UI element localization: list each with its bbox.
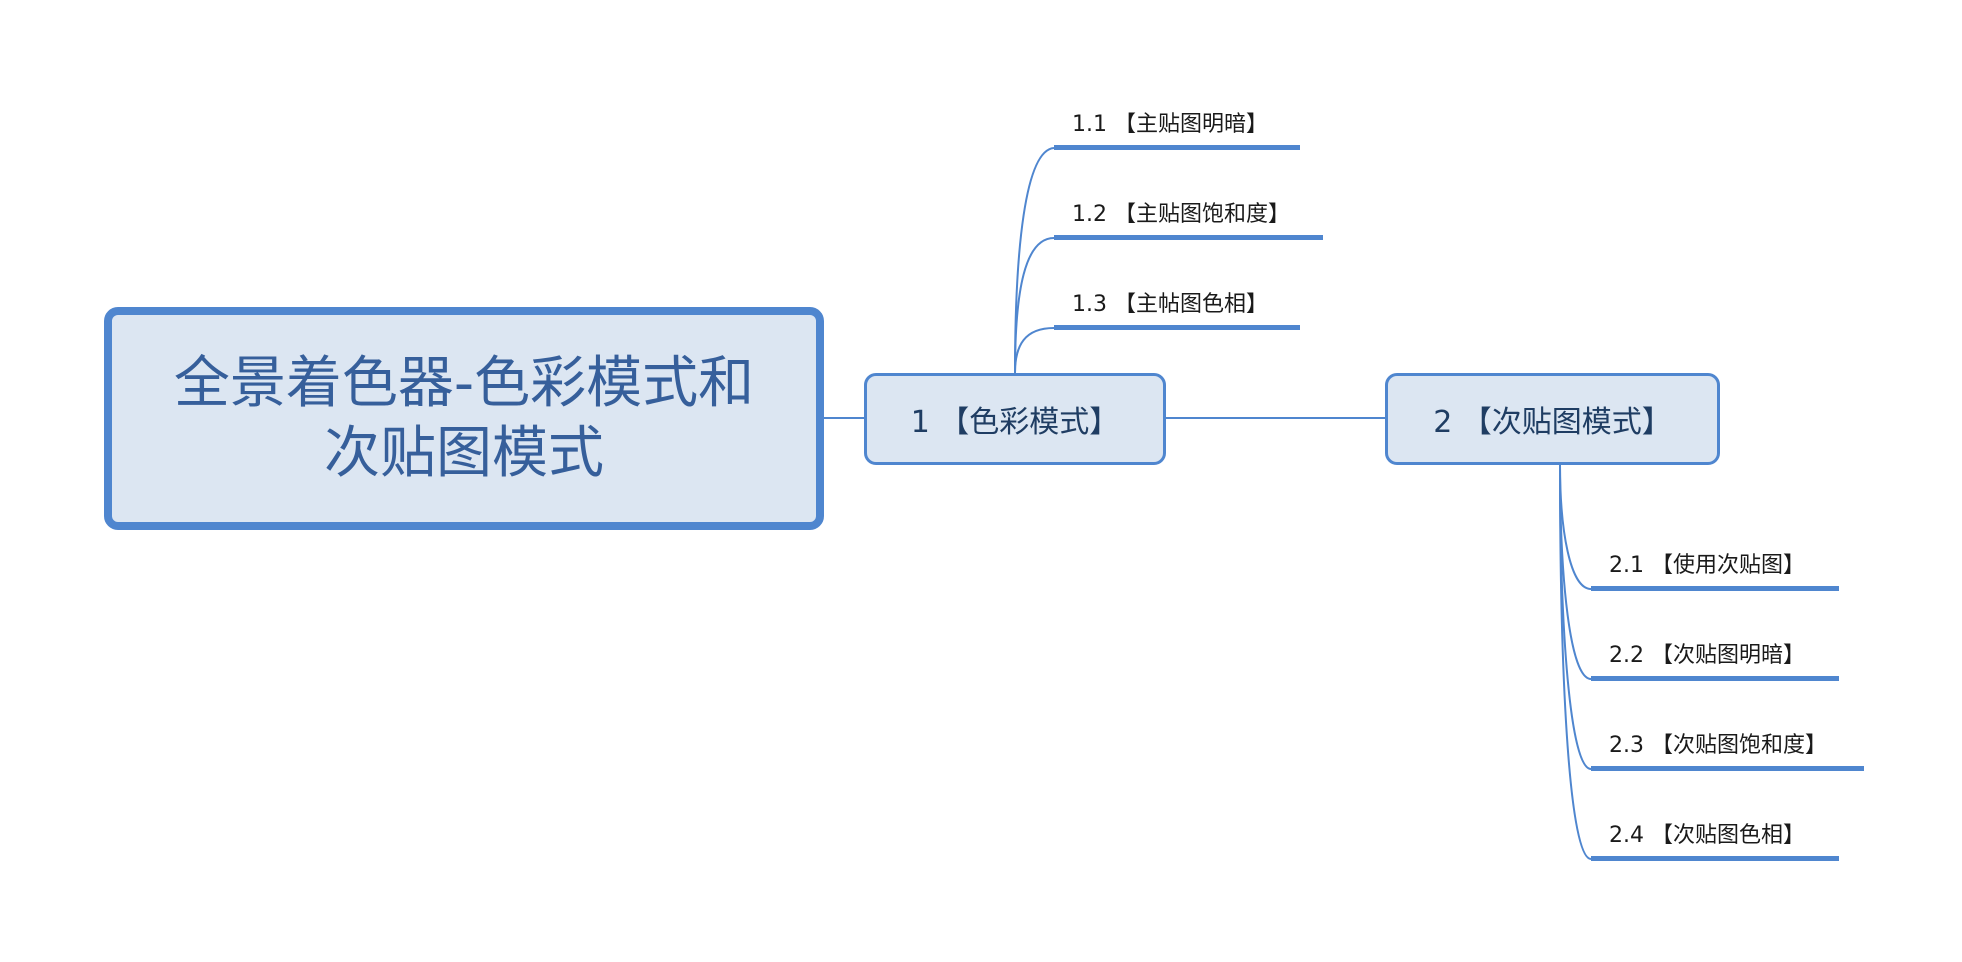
subtopic-2-3[interactable]: 2.3 【次贴图饱和度】: [1591, 719, 1864, 771]
subtopic-1-2[interactable]: 1.2 【主贴图饱和度】: [1054, 188, 1323, 240]
subtopic-label: 2.2 【次贴图明暗】: [1609, 642, 1805, 668]
connector-1-2: [1014, 237, 1055, 374]
connector-2-1: [1559, 464, 1592, 590]
subtopic-2-1[interactable]: 2.1 【使用次贴图】: [1591, 539, 1839, 591]
central-topic[interactable]: 全景着色器-色彩模式和次贴图模式: [104, 307, 824, 530]
subtopic-label: 2.3 【次贴图饱和度】: [1609, 732, 1827, 758]
subtopic-1-3[interactable]: 1.3 【主帖图色相】: [1054, 278, 1300, 330]
connector-1-3: [1014, 327, 1055, 374]
subtopic-2-2[interactable]: 2.2 【次贴图明暗】: [1591, 629, 1839, 681]
subtopic-label: 1.1 【主贴图明暗】: [1072, 111, 1268, 137]
subtopic-label: 2.1 【使用次贴图】: [1609, 552, 1805, 578]
connector-2-3: [1559, 464, 1592, 770]
connector-2-4: [1559, 464, 1592, 860]
subtopic-2-4[interactable]: 2.4 【次贴图色相】: [1591, 809, 1839, 861]
main-topic-label: 1 【色彩模式】: [910, 405, 1120, 440]
central-topic-label: 全景着色器-色彩模式和次贴图模式: [173, 350, 755, 486]
subtopic-label: 1.3 【主帖图色相】: [1072, 291, 1268, 317]
main-topic-color-mode[interactable]: 1 【色彩模式】: [864, 373, 1166, 465]
main-topic-secondary-texture-mode[interactable]: 2 【次贴图模式】: [1385, 373, 1720, 465]
subtopic-label: 2.4 【次贴图色相】: [1609, 822, 1805, 848]
subtopic-1-1[interactable]: 1.1 【主贴图明暗】: [1054, 98, 1300, 150]
main-topic-label: 2 【次贴图模式】: [1433, 405, 1672, 440]
connector-1-1: [1014, 147, 1055, 374]
subtopic-label: 1.2 【主贴图饱和度】: [1072, 201, 1290, 227]
